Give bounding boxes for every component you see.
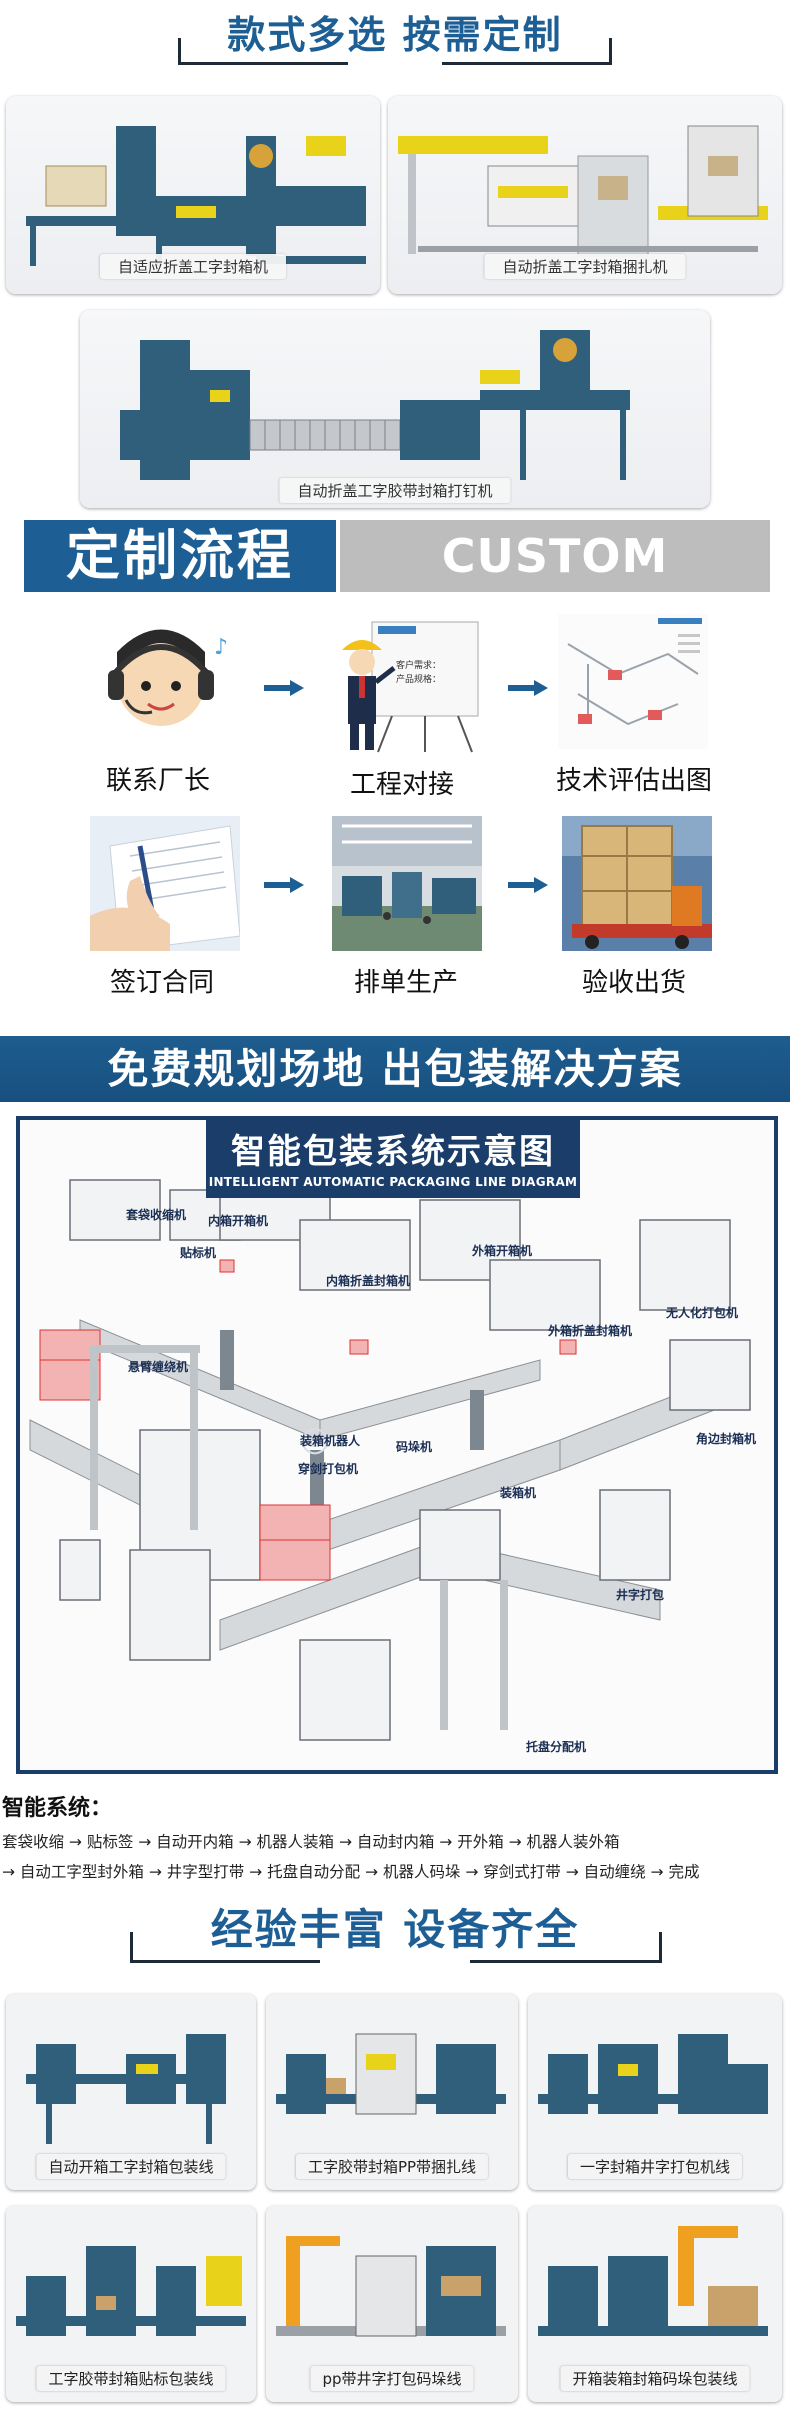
product-card-1-caption: 自适应折盖工字封箱机 — [99, 254, 287, 279]
line-card-2-caption: 工字胶带封箱PP带捆扎线 — [295, 2154, 489, 2179]
line-card-5[interactable]: pp带井字打包码垛线 — [266, 2206, 518, 2402]
line-card-4[interactable]: 工字胶带封箱贴标包装线 — [6, 2206, 256, 2402]
line-card-1-caption: 自动开箱工字封箱包装线 — [36, 2154, 226, 2179]
arrow-1-icon — [264, 680, 304, 696]
line-card-4-image — [16, 2246, 246, 2336]
line-card-3[interactable]: 一字封箱井字打包机线 — [528, 1994, 782, 2190]
label-case-packer: 装箱机 — [500, 1486, 537, 1500]
contact-factory-image: ♪ — [86, 612, 236, 747]
section2-title-block: 经验丰富 设备齐全 — [0, 1892, 790, 1963]
diagram-title-zh: 智能包装系统示意图 — [231, 1132, 555, 1172]
system-title: 智能系统： — [2, 1796, 113, 1821]
production-image — [332, 816, 482, 951]
bracket-line-left — [178, 62, 348, 65]
line-card-5-caption: pp带井字打包码垛线 — [310, 2366, 474, 2391]
step-4-label: 签订合同 — [109, 968, 214, 998]
section2-title: 经验丰富 设备齐全 — [210, 1905, 580, 1954]
packaging-line-diagram: ◎ — [29, 1169, 751, 1741]
line-card-6[interactable]: 开箱装箱封箱码垛包装线 — [528, 2206, 782, 2402]
label-outer-sealer: 外箱折盖封箱机 — [548, 1324, 633, 1338]
label-outer-erector: 外箱开箱机 — [472, 1244, 533, 1258]
layout-drawing-icon — [558, 614, 708, 749]
label-sword-strapper: 穿剑打包机 — [298, 1462, 359, 1476]
section1-title: 款式多选 按需定制 — [227, 13, 563, 57]
crate-truck-icon — [562, 816, 712, 951]
step-3-label: 技术评估出图 — [555, 766, 712, 796]
label-inner-erector: 内箱开箱机 — [208, 1214, 269, 1228]
bracket-line-right — [442, 62, 612, 65]
line-card-6-image — [538, 2226, 768, 2336]
arrow-4-icon — [508, 877, 548, 893]
label-labeler: 贴标机 — [180, 1246, 217, 1260]
label-bag-shrink: 套袋收缩机 — [126, 1208, 187, 1222]
shipping-image — [562, 816, 712, 951]
line-card-5-image — [276, 2236, 506, 2337]
product-card-2-caption: 自动折盖工字封箱捆扎机 — [484, 254, 686, 279]
system-flow-line-1: 套袋收缩 → 贴标签 → 自动开内箱 → 机器人装箱 → 自动封内箱 → 开外箱… — [2, 1833, 620, 1851]
line-card-6-caption: 开箱装箱封箱码垛包装线 — [560, 2366, 750, 2391]
bracket-tick-right-2 — [659, 1932, 662, 1963]
diagram-title-en: INTELLIGENT AUTOMATIC PACKAGING LINE DIA… — [208, 1175, 578, 1189]
case-sealer-strapping-image — [398, 125, 768, 257]
product-card-2[interactable]: 自动折盖工字封箱捆扎机 — [388, 96, 782, 294]
bracket-tick-left-2 — [130, 1932, 133, 1963]
arrow-3-icon — [264, 877, 304, 893]
workshop-icon — [332, 816, 482, 951]
line-card-3-image — [538, 2034, 768, 2114]
label-cantilever-wrapper: 悬臂缠绕机 — [128, 1360, 189, 1374]
bracket-tick-left — [178, 38, 181, 65]
process-title-en: CUSTOM PROCESS — [340, 520, 770, 655]
engineer-board-icon: 客户需求： 产品规格： — [342, 621, 479, 753]
label-packing-robot: 装箱机器人 — [300, 1434, 361, 1448]
line-card-1-image — [26, 2034, 226, 2144]
line-card-3-caption: 一字封箱井字打包机线 — [567, 2154, 743, 2179]
line-card-4-caption: 工字胶带封箱贴标包装线 — [36, 2366, 226, 2391]
label-cross-strapping: 井字打包 — [616, 1588, 665, 1602]
bracket-line-left-2 — [130, 1960, 320, 1963]
label-corner-sealer: 角边封箱机 — [696, 1432, 757, 1446]
section1-title-block: 款式多选 按需定制 — [0, 0, 790, 70]
process-title-zh: 定制流程 — [24, 520, 336, 592]
arrow-2-icon — [508, 680, 548, 696]
custom-process-banner: 定制流程 CUSTOM PROCESS — [24, 520, 770, 655]
free-planning-banner: 免费规划场地 出包装解决方案 — [0, 1036, 790, 1102]
contract-image — [90, 816, 240, 951]
system-flow-line-2: → 自动工字型封外箱 → 井字型打带 → 托盘自动分配 → 机器人码垛 → 穿剑… — [2, 1863, 700, 1881]
line-card-2[interactable]: 工字胶带封箱PP带捆扎线 — [266, 1994, 518, 2190]
tech-assessment-image — [558, 614, 708, 749]
case-sealer-image — [26, 126, 366, 266]
line-card-1[interactable]: 自动开箱工字封箱包装线 — [6, 1994, 256, 2190]
svg-text:◎: ◎ — [300, 1419, 330, 1459]
step-2-label: 工程对接 — [349, 770, 454, 800]
board-line-1: 客户需求： — [396, 659, 441, 671]
step-6-label: 验收出货 — [581, 968, 686, 998]
line-card-2-image — [276, 2033, 506, 2115]
step-5-label: 排单生产 — [353, 968, 458, 998]
product-card-3-caption: 自动折盖工字胶带封箱打钉机 — [279, 478, 511, 503]
engineering-image: 客户需求： 产品规格： — [332, 620, 482, 755]
case-sealer-stapler-image — [120, 330, 630, 480]
product-card-3[interactable]: 自动折盖工字胶带封箱打钉机 — [80, 310, 710, 508]
bracket-line-right-2 — [470, 1960, 662, 1963]
label-pallet-dispenser: 托盘分配机 — [526, 1740, 587, 1754]
label-palletizer: 码垛机 — [396, 1440, 433, 1454]
diagram-title-box: 智能包装系统示意图 INTELLIGENT AUTOMATIC PACKAGIN… — [206, 1120, 580, 1198]
headset-agent-icon: ♪ — [108, 629, 228, 726]
signing-hand-icon — [90, 816, 240, 951]
label-inner-sealer: 内箱折盖封箱机 — [326, 1274, 411, 1288]
label-unmanned-strapper: 无人化打包机 — [666, 1306, 739, 1320]
svg-text:♪: ♪ — [214, 635, 228, 660]
bracket-tick-right — [609, 38, 612, 65]
product-card-1[interactable]: 自适应折盖工字封箱机 — [6, 96, 380, 294]
packaging-diagram-frame: ◎ — [16, 1116, 778, 1774]
board-line-2: 产品规格： — [396, 673, 441, 685]
step-1-label: 联系厂长 — [105, 766, 210, 796]
